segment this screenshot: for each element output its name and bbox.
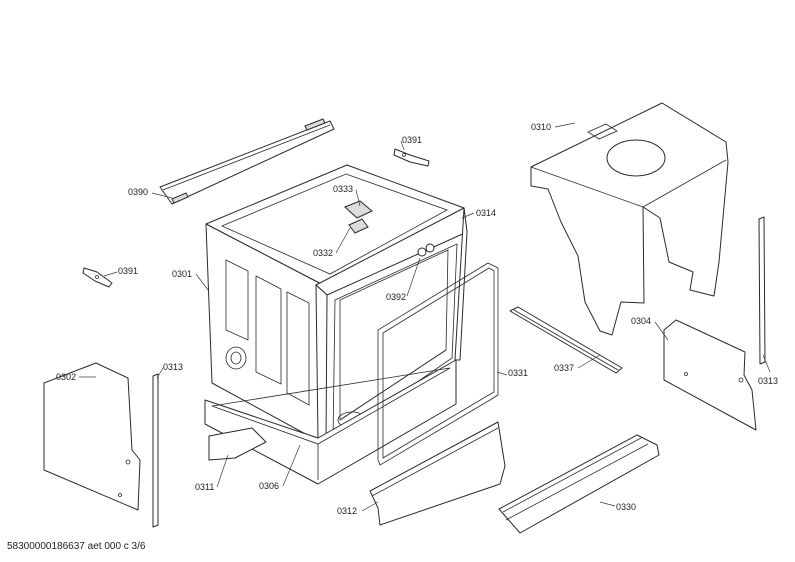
part-0310-insulation-cover <box>530 102 729 336</box>
part-0390-top-rail <box>159 118 335 205</box>
part-0312-kick-plate <box>369 421 506 526</box>
part-0331-door-seal <box>377 262 499 466</box>
label-0391-left: 0391 <box>118 266 138 276</box>
label-0392: 0392 <box>386 292 406 302</box>
label-0332: 0332 <box>313 248 333 258</box>
part-0313-strip-left <box>152 373 159 528</box>
part-0304-side-panel-right <box>663 319 757 431</box>
label-0311: 0311 <box>195 482 214 492</box>
leader-lines <box>79 122 771 512</box>
label-0337: 0337 <box>554 363 574 373</box>
label-0310: 0310 <box>531 122 551 132</box>
label-0331: 0331 <box>508 368 528 378</box>
part-0391-bracket-top <box>393 148 430 167</box>
label-0390: 0390 <box>128 187 148 197</box>
label-0391-top: 0391 <box>402 135 422 145</box>
label-0330: 0330 <box>616 502 636 512</box>
part-0301-tub <box>205 164 468 446</box>
label-0313-left: 0313 <box>163 362 183 372</box>
part-0391-bracket-left <box>82 267 113 288</box>
label-0306: 0306 <box>259 481 279 491</box>
label-0313-right: 0313 <box>758 376 778 386</box>
label-0333: 0333 <box>333 184 353 194</box>
document-id-footer: 58300000186637 aet 000 c 3/6 <box>7 541 146 552</box>
part-0306-base <box>204 359 457 485</box>
label-0304: 0304 <box>631 316 651 326</box>
label-0302: 0302 <box>56 372 76 382</box>
label-0312: 0312 <box>337 506 357 516</box>
part-0302-side-panel-left <box>43 362 141 511</box>
part-0337-rail-rod <box>509 306 623 374</box>
label-0314: 0314 <box>476 208 496 218</box>
part-0330-drip-channel <box>498 434 660 534</box>
label-0301: 0301 <box>172 269 192 279</box>
part-0311-base-skirt <box>208 427 267 461</box>
part-labels: 0390 0391 0391 0333 0332 0301 0314 0392 … <box>56 122 778 516</box>
part-0313-strip-right <box>758 216 766 365</box>
